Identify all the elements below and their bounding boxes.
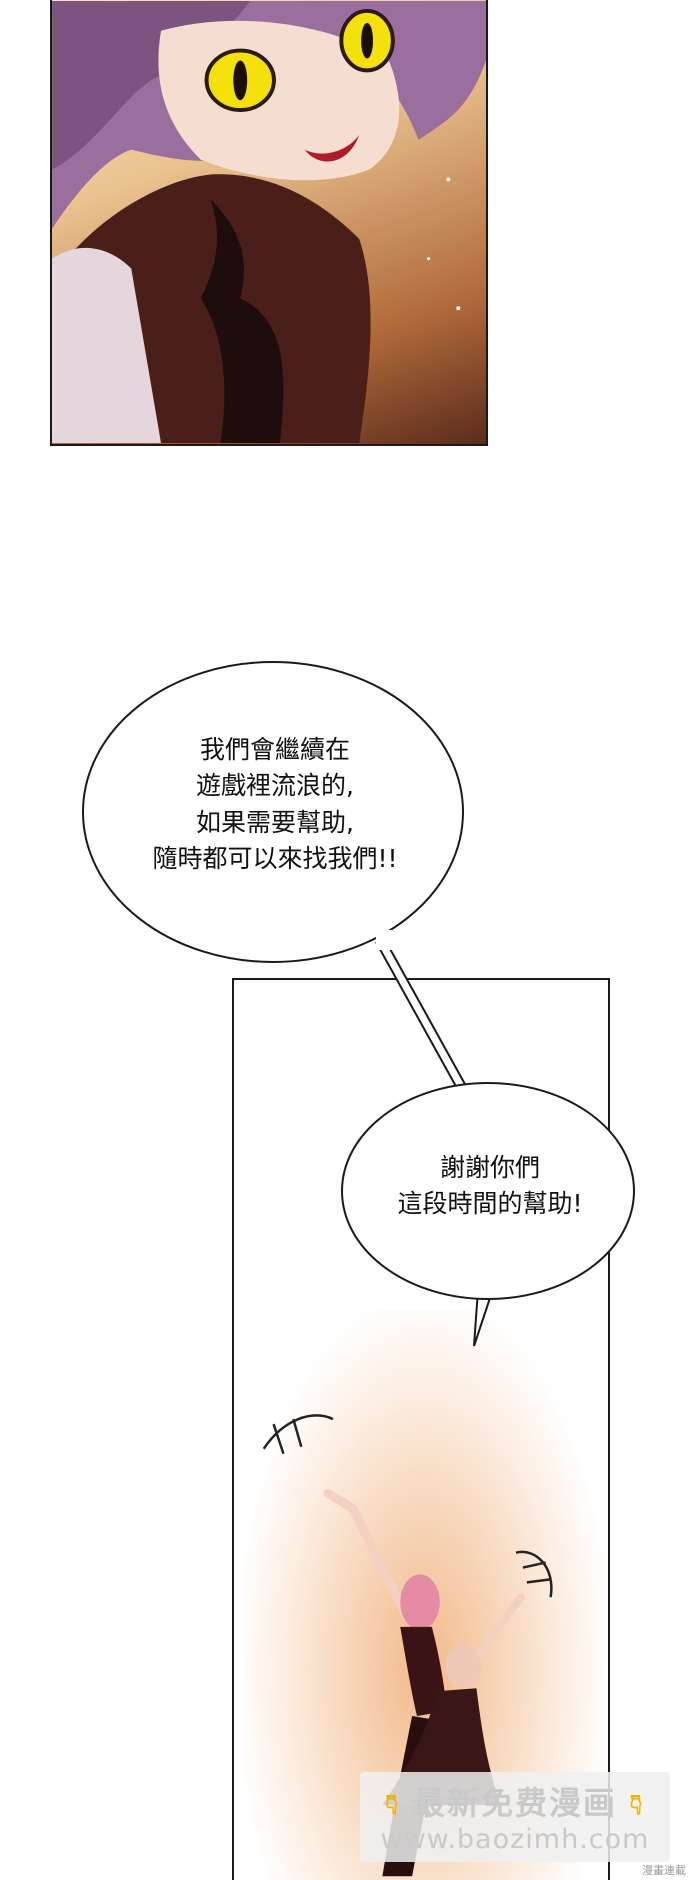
site-watermark[interactable]: 👇︎ 最新免费漫画 👇︎ www.baozimh.com xyxy=(360,1772,670,1862)
speech-bubble-2-text: 謝謝你們 這段時間的幫助! xyxy=(360,1150,620,1223)
waving-figures-panel xyxy=(232,978,610,1880)
character-closeup-panel xyxy=(50,0,488,446)
bubble-2-line: 謝謝你們 xyxy=(439,1153,540,1182)
pointing-down-hand-icon: 👇︎ xyxy=(630,1788,645,1821)
speech-bubble-1-text: 我們會繼續在 遊戲裡流浪的, 如果需要幫助, 隨時都可以來找我們!! xyxy=(110,732,440,877)
bubble-2-line: 這段時間的幫助! xyxy=(397,1189,583,1219)
pointing-down-hand-icon: 👇︎ xyxy=(385,1788,400,1821)
waving-figures-illustration xyxy=(262,1414,553,1877)
watermark-url[interactable]: www.baozimh.com xyxy=(380,1824,650,1855)
bubble-1-line: 遊戲裡流浪的, xyxy=(196,771,354,801)
watermark-title: 最新免费漫画 xyxy=(412,1784,617,1822)
bubble-1-line: 如果需要幫助, xyxy=(196,807,354,837)
bubble-1-line: 我們會繼續在 xyxy=(199,735,350,764)
character-closeup-illustration xyxy=(52,1,486,443)
bubble-1-line: 隨時都可以來找我們!! xyxy=(152,843,398,873)
corner-mark: 漫畫連載 xyxy=(642,1864,686,1877)
watermark-title-row: 👇︎ 最新免费漫画 👇︎ xyxy=(360,1778,670,1824)
